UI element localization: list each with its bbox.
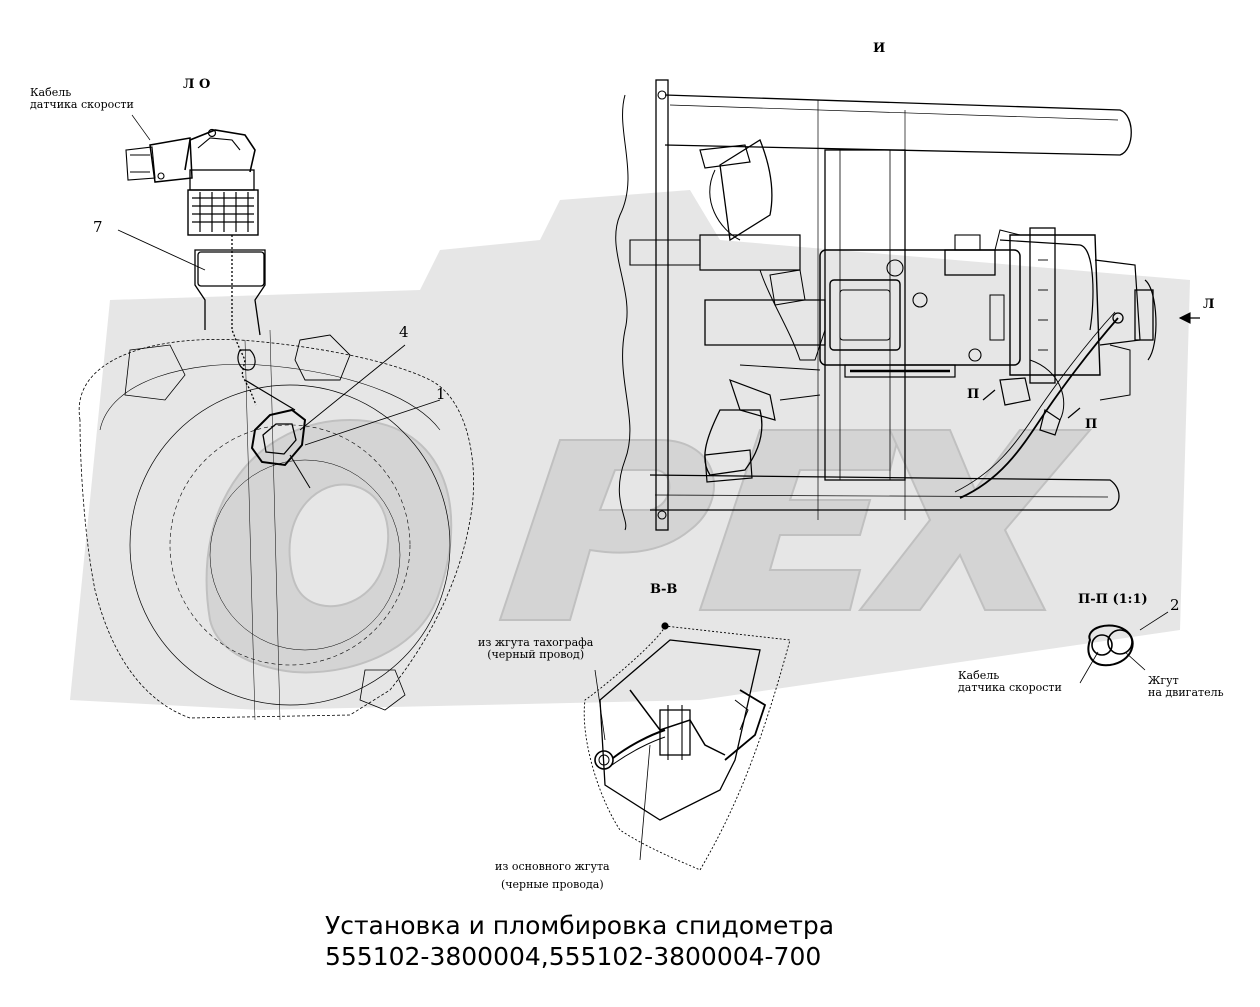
cable-label-top-line2: датчика скорости xyxy=(30,97,134,111)
section-pp xyxy=(1079,611,1169,684)
callout-4: 4 xyxy=(399,323,409,341)
cable-label-right-line1: Кабель xyxy=(958,669,1000,682)
view-label-i: И xyxy=(873,41,886,56)
main-harness-label-line2: (черные провода) xyxy=(500,877,604,891)
cable-label-right: Кабель датчика скорости xyxy=(958,670,1062,693)
main-harness-label: из основного жгута (черные провода) xyxy=(495,861,610,890)
right-assembly xyxy=(615,79,1200,531)
view-label-l: Л xyxy=(1203,297,1215,312)
callout-1: 1 xyxy=(436,385,446,403)
caption-part-numbers: 555102-3800004,555102-3800004-700 xyxy=(325,942,822,972)
tachograph-wire-label-line1: из жгута тахографа xyxy=(478,636,594,649)
drawing-caption: Установка и пломбировка спидометра 55510… xyxy=(325,910,834,973)
section-label-pp: П-П (1:1) xyxy=(1078,592,1148,607)
view-label-p2: П xyxy=(1085,417,1098,432)
callout-7: 7 xyxy=(93,218,103,236)
cable-label-top: Кабель датчика скорости xyxy=(30,87,134,110)
opex-watermark xyxy=(70,190,1190,710)
tachograph-wire-label-line2: (черный провод) xyxy=(487,647,585,661)
caption-title: Установка и пломбировка спидометра xyxy=(325,911,835,940)
cable-label-right-line2: датчика скорости xyxy=(958,680,1062,694)
tachograph-wire-label: из жгута тахографа (черный провод) xyxy=(478,637,593,660)
left-assembly xyxy=(78,114,475,721)
harness-label: Жгут на двигатель xyxy=(1148,675,1224,698)
section-vv xyxy=(583,622,791,871)
section-label-bb: В-В xyxy=(650,582,678,597)
harness-label-line1: Жгут xyxy=(1148,674,1179,687)
callout-2: 2 xyxy=(1170,596,1180,614)
view-label-lo: Л О xyxy=(183,77,211,92)
harness-label-line2: на двигатель xyxy=(1148,685,1224,699)
main-harness-label-line1: из основного жгута xyxy=(495,860,610,873)
cable-label-top-line1: Кабель xyxy=(30,86,72,99)
view-label-p1: П xyxy=(967,387,980,402)
